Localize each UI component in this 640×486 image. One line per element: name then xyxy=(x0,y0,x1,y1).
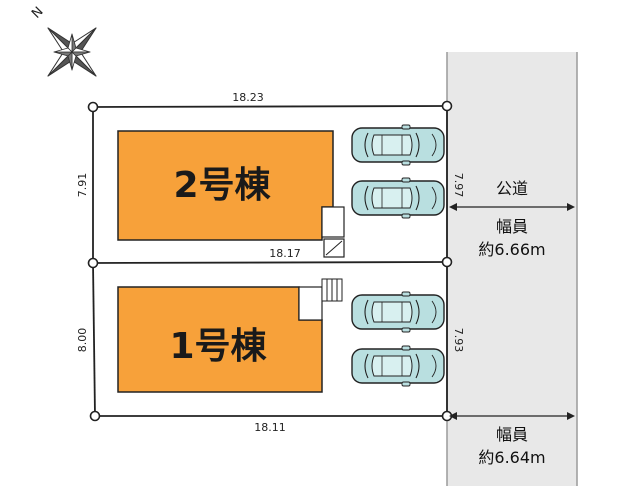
car-icon xyxy=(351,345,445,387)
corner-point xyxy=(441,100,453,112)
road-width-value-2: 約6.64m xyxy=(478,448,545,467)
lot2-bottom-width: 18.17 xyxy=(269,247,301,260)
compass-north-label: N xyxy=(29,4,46,21)
building-1-steps xyxy=(321,278,343,302)
parking-cars xyxy=(351,124,445,387)
road-label: 公道 xyxy=(496,179,528,198)
west-boundary-lot1 xyxy=(92,262,96,417)
building-2-label: 2号棟 xyxy=(173,165,271,206)
lot1-left-depth: 8.00 xyxy=(76,328,89,353)
shared-boundary xyxy=(92,261,448,264)
lot2-top-width: 18.23 xyxy=(232,91,264,104)
corner-point xyxy=(87,101,99,113)
compass-star-icon: N xyxy=(29,4,97,77)
building-2-entrance xyxy=(321,206,345,238)
lot2-right-depth: 7.97 xyxy=(452,173,465,198)
lot2-top-boundary xyxy=(92,105,448,108)
road-width-value-1: 約6.66m xyxy=(478,240,545,259)
road-width-label-1: 幅員 xyxy=(496,217,528,236)
building-1: 1号棟 xyxy=(117,278,343,393)
stair-hatch xyxy=(325,240,343,256)
corner-point xyxy=(441,256,453,268)
building-1-label: 1号棟 xyxy=(169,326,267,367)
lot1-right-depth: 7.93 xyxy=(452,328,465,353)
car-icon xyxy=(351,177,445,219)
car-icon xyxy=(351,291,445,333)
car-icon xyxy=(351,124,445,166)
boundary-points xyxy=(87,100,453,422)
corner-point xyxy=(87,257,99,269)
building-2: 2号棟 xyxy=(117,130,345,258)
corner-point xyxy=(89,410,101,422)
road-width-arrow-1 xyxy=(449,203,575,211)
building-1-entrance xyxy=(298,286,323,321)
public-road xyxy=(447,52,577,486)
lot2-left-depth: 7.91 xyxy=(76,173,89,198)
road-width-arrow-2 xyxy=(449,412,575,420)
lot1-bottom-width: 18.11 xyxy=(254,421,286,434)
lot-boundaries xyxy=(92,105,448,417)
road-width-label-2: 幅員 xyxy=(496,425,528,444)
